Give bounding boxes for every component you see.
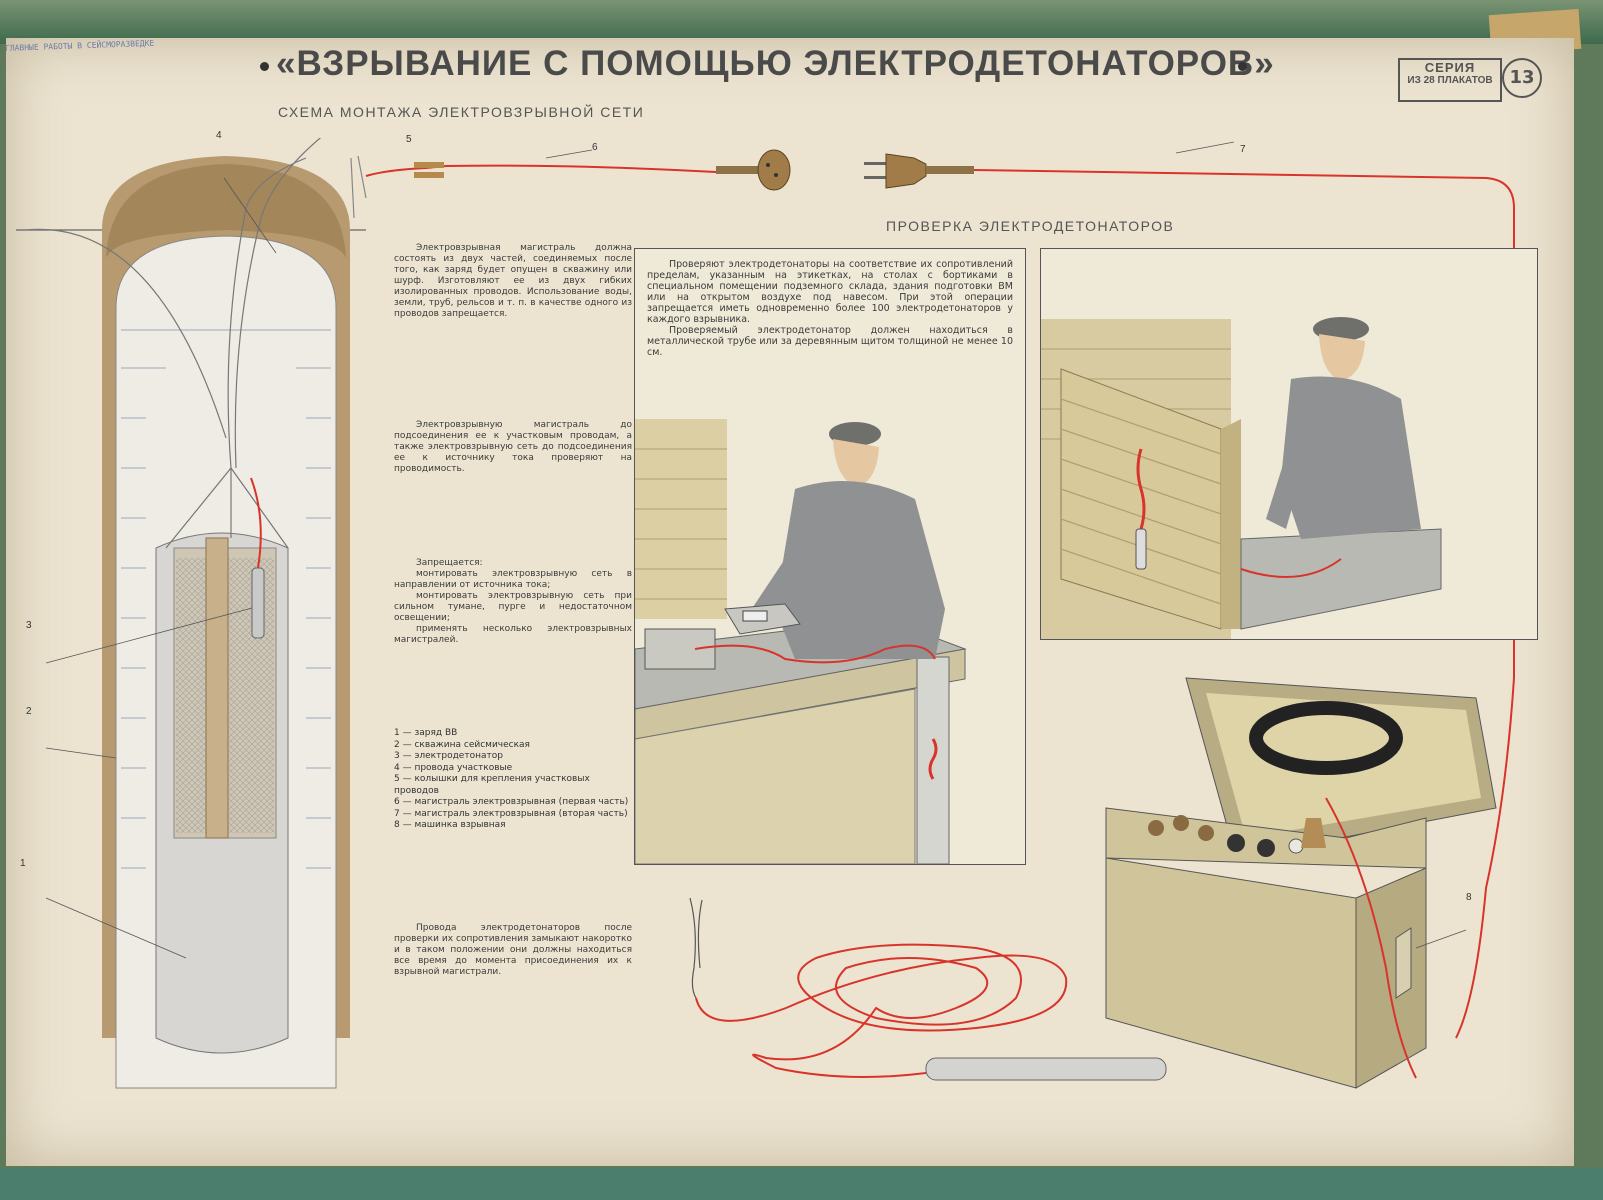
check-text: Проверяют электродетонаторы на соответст… xyxy=(647,259,1013,358)
legend-item: 4 — провода участковые xyxy=(394,762,513,773)
table-body xyxy=(635,688,916,864)
legend-item: 5 — колышки для крепления участковых про… xyxy=(394,774,590,796)
worker-figure-2 xyxy=(1266,317,1421,539)
paragraph-short-circuit: Провода электродетонаторов после проверк… xyxy=(394,923,632,977)
worker-table-illustration xyxy=(635,419,967,864)
machine-handle xyxy=(1395,927,1412,999)
test-wire xyxy=(694,644,936,664)
charge-rod xyxy=(205,537,229,839)
coiled-wire xyxy=(695,943,1068,1078)
legend-item: 2 — скважина сейсмическая xyxy=(394,739,530,750)
prohibited-item: применять несколько электровзрывных маги… xyxy=(394,624,632,645)
twisted-wire-ends xyxy=(689,897,697,999)
main-line-wire xyxy=(365,141,1515,1039)
legend-item: 1 — заряд ВВ xyxy=(394,728,458,738)
blasting-machine-illustration xyxy=(1105,677,1497,1089)
text-conductivity: Электровзрывную магистраль до подсоедине… xyxy=(394,420,632,475)
callout-3: 3 xyxy=(26,620,32,631)
coiled-detonator-illustration xyxy=(689,897,1167,1081)
table-front xyxy=(635,648,966,740)
callout-8: 8 xyxy=(1466,892,1472,903)
plug-male xyxy=(864,153,974,189)
terminals xyxy=(1148,815,1326,857)
paragraph-check-tube: Проверяемый электродетонатор должен нахо… xyxy=(647,325,1013,358)
wire-connector xyxy=(414,162,444,178)
panel-checking-table: Проверяют электродетонаторы на соответст… xyxy=(634,248,1026,865)
ohmmeter-device xyxy=(724,603,801,635)
detonator-cap xyxy=(925,1057,1167,1081)
poster: ГЛАВНЫЕ РАБОТЫ В СЕЙСМОРАЗВЕДКЕ «ВЗРЫВАН… xyxy=(5,38,1574,1166)
prohibited-title: Запрещается: xyxy=(416,558,483,568)
prohibited-item: монтировать электровзрывную сеть в напра… xyxy=(394,569,632,590)
earth-arch-top xyxy=(106,164,346,258)
plug-socket xyxy=(716,149,791,191)
worker-shield-illustration xyxy=(1041,317,1442,639)
machine-red-wire xyxy=(1325,797,1417,1079)
bench-wire xyxy=(1240,558,1342,578)
panel-wooden-shield xyxy=(1040,248,1538,640)
coiled-cable-black xyxy=(1249,701,1403,775)
series-number: 13 xyxy=(1502,58,1542,98)
legend-item: 8 — машинка взрывная xyxy=(394,820,506,830)
legend-item: 3 — электродетонатор xyxy=(394,751,503,761)
paragraph-main-line: Электровзрывная магистраль должна состоя… xyxy=(394,243,632,319)
earth-arch xyxy=(102,156,350,1038)
series-label: СЕРИЯ xyxy=(1424,60,1476,75)
scheme-title: СХЕМА МОНТАЖА ЭЛЕКТРОВЗРЫВНОЙ СЕТИ xyxy=(278,104,645,120)
poster-title: «ВЗРЫВАНИЕ С ПОМОЩЬЮ ЭЛЕКТРОДЕТОНАТОРОВ» xyxy=(276,44,1275,83)
callout-1: 1 xyxy=(20,858,26,869)
tube-wire xyxy=(928,738,938,780)
paragraph-check-rules: Проверяют электродетонаторы на соответст… xyxy=(647,259,1013,325)
check-title: ПРОВЕРКА ЭЛЕКТРОДЕТОНАТОРОВ xyxy=(886,218,1175,234)
legend-list: 1 — заряд ВВ 2 — скважина сейсмическая 3… xyxy=(394,728,634,832)
callout-7: 7 xyxy=(1240,144,1246,155)
wire-part-1 xyxy=(365,164,717,177)
callout-6: 6 xyxy=(592,142,598,153)
mount-hole-right xyxy=(1238,62,1247,71)
text-main-line-rules: Электровзрывная магистраль должна состоя… xyxy=(394,243,632,320)
callout-4: 4 xyxy=(216,130,222,141)
mount-hole-left xyxy=(260,62,269,71)
wire-part-2 xyxy=(973,169,1515,1039)
text-prohibited: Запрещается: монтировать электровзрывную… xyxy=(394,558,632,646)
callout-5: 5 xyxy=(406,134,412,145)
shield-side xyxy=(1221,419,1241,629)
stakes xyxy=(350,155,367,219)
callout-2: 2 xyxy=(26,706,32,717)
shield-table xyxy=(1240,528,1442,630)
hanging-detonator-wire xyxy=(1136,448,1146,530)
legend-item: 7 — магистраль электровзрывная (вторая ч… xyxy=(394,808,628,819)
text-short-circuit: Провода электродетонаторов после проверк… xyxy=(394,923,632,978)
series-badge: СЕРИЯ ИЗ 28 ПЛАКАТОВ xyxy=(1398,58,1502,102)
detonator-red-wire xyxy=(250,477,262,569)
detonator-box xyxy=(644,628,716,670)
borehole-diagram xyxy=(16,138,367,1089)
paragraph-conductivity: Электровзрывную магистраль до подсоедине… xyxy=(394,420,632,474)
machine-body-side xyxy=(1355,867,1427,1089)
prohibited-item: монтировать электровзрывную сеть при сил… xyxy=(394,591,632,623)
wood-shield xyxy=(635,419,727,619)
water-lines xyxy=(121,329,331,869)
series-count: ИЗ 28 ПЛАКАТОВ xyxy=(1407,75,1493,86)
bottom-rail xyxy=(0,1168,1603,1200)
top-rail xyxy=(0,0,1603,56)
legend-item: 6 — магистраль электровзрывная (первая ч… xyxy=(394,797,629,807)
hanging-detonator xyxy=(1135,528,1147,570)
